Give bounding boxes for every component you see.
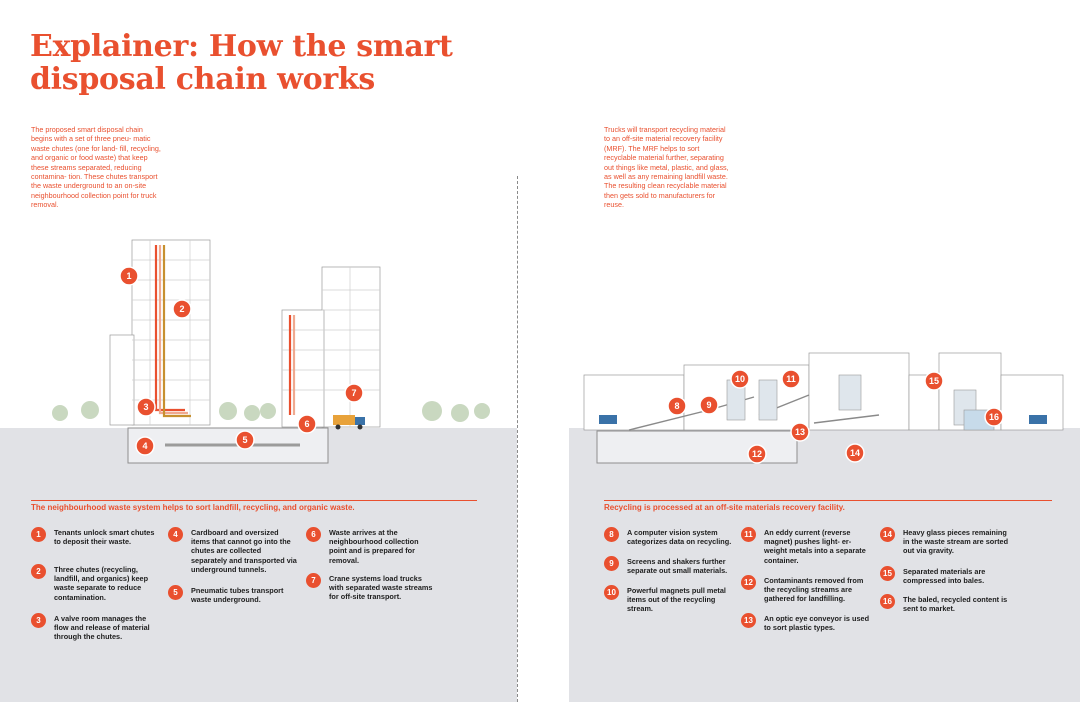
trees — [52, 401, 490, 422]
step-item: 5 Pneumatic tubes transport waste undergr… — [168, 585, 308, 604]
step-item: 10 Powerful magnets pull metal items out … — [604, 585, 744, 614]
step-text: Waste arrives at the neighbourhood colle… — [329, 528, 419, 565]
section-rule-left — [31, 500, 477, 501]
underground-tunnel — [127, 427, 329, 464]
step-number-badge: 2 — [31, 564, 46, 579]
step-number-badge: 8 — [604, 527, 619, 542]
step-number-badge: 11 — [741, 527, 756, 542]
ground-right — [569, 428, 1080, 702]
step-text: Separated materials are compressed into … — [903, 567, 986, 586]
step-item: 14 Heavy glass pieces remaining in the wa… — [880, 527, 1020, 556]
step-item: 4 Cardboard and oversized items that cann… — [168, 527, 308, 574]
building-a — [109, 239, 211, 426]
mrf-basement — [596, 430, 798, 464]
chutes — [154, 245, 296, 418]
divider — [517, 176, 518, 702]
step-text: The baled, recycled content is sent to m… — [903, 595, 1008, 614]
section-heading-right: Recycling is processed at an off-site ma… — [604, 503, 845, 512]
building-b — [281, 266, 381, 428]
section-rule-right — [604, 500, 1052, 501]
step-item: 6 Waste arrives at the neighbourhood coll… — [306, 527, 446, 565]
step-text: Screens and shakers further separate out… — [627, 557, 728, 576]
step-number-badge: 15 — [880, 566, 895, 581]
ground-left — [0, 428, 517, 702]
step-number-badge: 6 — [306, 527, 321, 542]
step-text: An optic eye conveyor is used to sort pl… — [764, 614, 870, 633]
step-item: 15 Separated materials are compressed int… — [880, 566, 1020, 585]
step-number-badge: 5 — [168, 585, 183, 600]
step-number-badge: 7 — [306, 573, 321, 588]
step-text: Three chutes (recycling, landfill, and o… — [54, 565, 149, 602]
page-title: Explainer: How the smart disposal chain … — [30, 29, 453, 97]
step-item: 7 Crane systems load trucks with separate… — [306, 573, 446, 602]
step-item: 12 Contaminants removed from the recyclin… — [741, 575, 881, 604]
step-text: Powerful magnets pull metal items out of… — [627, 586, 726, 614]
step-text: Pneumatic tubes transport waste undergro… — [191, 586, 284, 605]
step-text: A computer vision system categorizes dat… — [627, 528, 732, 547]
mrf-trucks — [599, 415, 1047, 424]
step-number-badge: 3 — [31, 613, 46, 628]
step-item: 3 A valve room manages the flow and relea… — [31, 613, 171, 642]
step-text: Contaminants removed from the recycling … — [764, 576, 864, 604]
step-item: 2 Three chutes (recycling, landfill, and … — [31, 564, 171, 602]
step-item: 8 A computer vision system categorizes da… — [604, 527, 744, 546]
step-number-badge: 12 — [741, 575, 756, 590]
step-number-badge: 10 — [604, 585, 619, 600]
step-number-badge: 13 — [741, 613, 756, 628]
section-heading-left: The neighbourhood waste system helps to … — [31, 503, 355, 512]
step-number-badge: 1 — [31, 527, 46, 542]
step-number-badge: 16 — [880, 594, 895, 609]
step-item: 1 Tenants unlock smart chutes to deposit … — [31, 527, 171, 546]
step-item: 11 An eddy current (reverse magnet) pushe… — [741, 527, 881, 565]
intro-right-text: Trucks will transport recycling material… — [604, 125, 729, 210]
intro-left-text: The proposed smart disposal chain begins… — [31, 125, 161, 210]
step-text: Heavy glass pieces remaining in the wast… — [903, 528, 1009, 556]
step-item: 9 Screens and shakers further separate ou… — [604, 556, 744, 575]
step-text: An eddy current (reverse magnet) pushes … — [764, 528, 866, 565]
neighbourhood-illustration — [52, 239, 490, 464]
machines — [726, 374, 995, 431]
step-item: 13 An optic eye conveyor is used to sort … — [741, 613, 881, 632]
step-number-badge: 4 — [168, 527, 183, 542]
step-text: Cardboard and oversized items that canno… — [191, 528, 297, 574]
truck — [333, 415, 365, 430]
step-text: Tenants unlock smart chutes to deposit t… — [54, 528, 155, 547]
step-text: A valve room manages the flow and releas… — [54, 614, 150, 642]
step-number-badge: 14 — [880, 527, 895, 542]
step-text: Crane systems load trucks with separated… — [329, 574, 433, 602]
step-number-badge: 9 — [604, 556, 619, 571]
mrf-illustration — [583, 352, 1064, 464]
step-item: 16 The baled, recycled content is sent to… — [880, 594, 1020, 613]
